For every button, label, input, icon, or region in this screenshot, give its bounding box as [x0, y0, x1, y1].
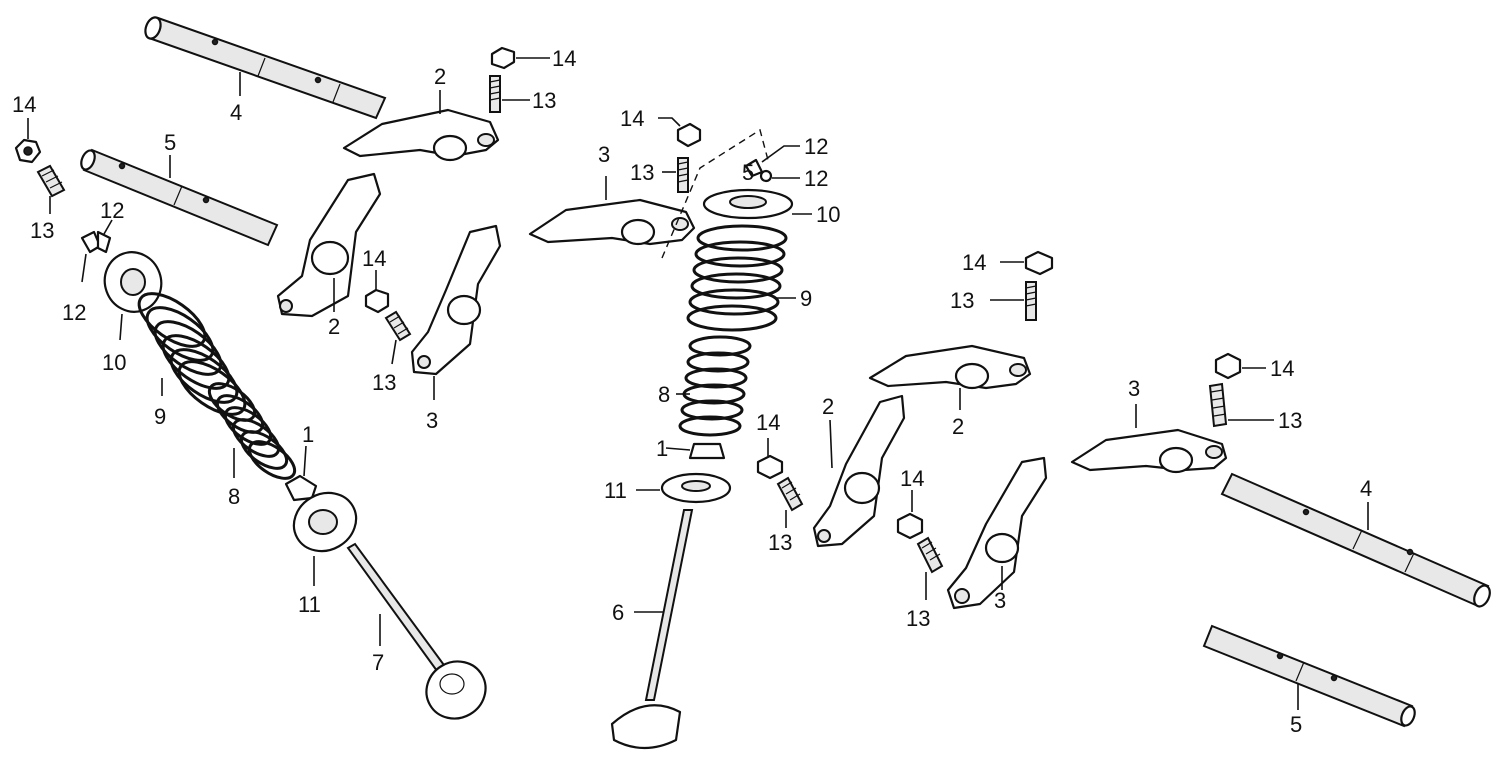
rocker-shaft-4-right — [1220, 472, 1491, 608]
valve-cotters-center — [744, 158, 773, 183]
callout-13: 13 — [768, 530, 792, 555]
callout-9: 9 — [154, 404, 166, 429]
callout-3: 3 — [598, 142, 610, 167]
adjuster-nut-center-right — [756, 454, 784, 480]
adjuster-screw-far-right — [1208, 382, 1228, 428]
callout-8: 8 — [658, 382, 670, 407]
stem-seal-left — [284, 474, 318, 502]
adjuster-nut-left-center — [364, 288, 390, 314]
callout-14: 14 — [962, 250, 986, 275]
callout-6: 6 — [612, 600, 624, 625]
callout-2: 2 — [952, 414, 964, 439]
spring-retainer-center — [702, 188, 794, 220]
spring-seat-left — [292, 491, 358, 553]
callout-12: 12 — [62, 300, 86, 325]
adjuster-screw-right-top — [1025, 281, 1037, 321]
callout-13: 13 — [950, 288, 974, 313]
callout-14: 14 — [552, 46, 576, 71]
callout-labels: 14 13 2 4 14 13 5 12 12 10 9 8 1 11 7 2 … — [12, 46, 1372, 737]
outer-valve-spring-center — [686, 224, 788, 332]
callout-8: 8 — [228, 484, 240, 509]
valve-center — [610, 509, 694, 750]
rocker-arm-3-vertical-left — [410, 224, 502, 376]
callout-11: 11 — [604, 478, 627, 503]
callout-13: 13 — [532, 88, 556, 113]
adjuster-nut-top — [490, 46, 516, 70]
callout-3: 3 — [994, 588, 1006, 613]
inner-valve-spring-center — [678, 335, 752, 437]
callout-5: 5 — [742, 160, 754, 185]
callout-14: 14 — [362, 246, 386, 271]
rocker-arm-2-vertical-right — [812, 394, 906, 548]
callout-12: 12 — [100, 198, 124, 223]
spring-seat-center — [660, 472, 732, 504]
callout-1: 1 — [302, 422, 314, 447]
rocker-arm-3-right — [1070, 428, 1228, 474]
callout-2: 2 — [434, 64, 446, 89]
callout-13: 13 — [30, 218, 54, 243]
rocker-arm-2-right — [868, 344, 1032, 390]
callout-12: 12 — [804, 166, 828, 191]
adjuster-nut-center — [676, 122, 702, 148]
rocker-arm-2-top — [342, 108, 500, 162]
callout-9: 9 — [800, 286, 812, 311]
callout-2: 2 — [328, 314, 340, 339]
adjuster-screw-left-center — [384, 310, 412, 342]
callout-7: 7 — [372, 650, 384, 675]
stem-seal-center — [688, 442, 726, 460]
rocker-shaft-4-left — [144, 16, 387, 120]
adjuster-screw-center — [677, 157, 689, 193]
adjuster-screw-center-right — [776, 476, 804, 512]
inner-valve-spring-left — [207, 382, 297, 480]
callout-5: 5 — [164, 130, 176, 155]
adjuster-screw-top — [489, 75, 501, 113]
rocker-arm-2-vertical — [276, 172, 382, 318]
callout-14: 14 — [12, 92, 36, 117]
callout-12: 12 — [804, 134, 828, 159]
adjuster-nut-far-right — [1214, 352, 1242, 380]
callout-14: 14 — [900, 466, 924, 491]
rocker-shaft-5-right — [1202, 624, 1416, 728]
callout-14: 14 — [756, 410, 780, 435]
callout-13: 13 — [1278, 408, 1302, 433]
callout-10: 10 — [102, 350, 126, 375]
callout-4: 4 — [230, 100, 242, 125]
callout-3: 3 — [426, 408, 438, 433]
callout-13: 13 — [630, 160, 654, 185]
callout-14: 14 — [620, 106, 644, 131]
callout-13: 13 — [906, 606, 930, 631]
rocker-arm-3-vertical-right — [946, 456, 1048, 610]
callout-5: 5 — [1290, 712, 1302, 737]
adjuster-screw-left — [36, 164, 66, 198]
callout-3: 3 — [1128, 376, 1140, 401]
adjuster-screw-right-low — [916, 536, 944, 574]
callout-4: 4 — [1360, 476, 1372, 501]
rocker-arm-3-center — [528, 198, 696, 246]
callout-14: 14 — [1270, 356, 1294, 381]
adjuster-nut-left — [14, 138, 42, 164]
callout-13: 13 — [372, 370, 396, 395]
adjuster-nut-right-low — [896, 512, 924, 540]
callout-10: 10 — [816, 202, 840, 227]
valve-cotters-left — [80, 230, 112, 254]
callout-1: 1 — [656, 436, 668, 461]
valve-left — [346, 542, 487, 720]
adjuster-nut-right-top — [1024, 250, 1054, 276]
callout-2: 2 — [822, 394, 834, 419]
rocker-shaft-5-left — [80, 148, 279, 247]
spring-retainer-left — [103, 251, 163, 313]
callout-11: 11 — [298, 592, 321, 617]
